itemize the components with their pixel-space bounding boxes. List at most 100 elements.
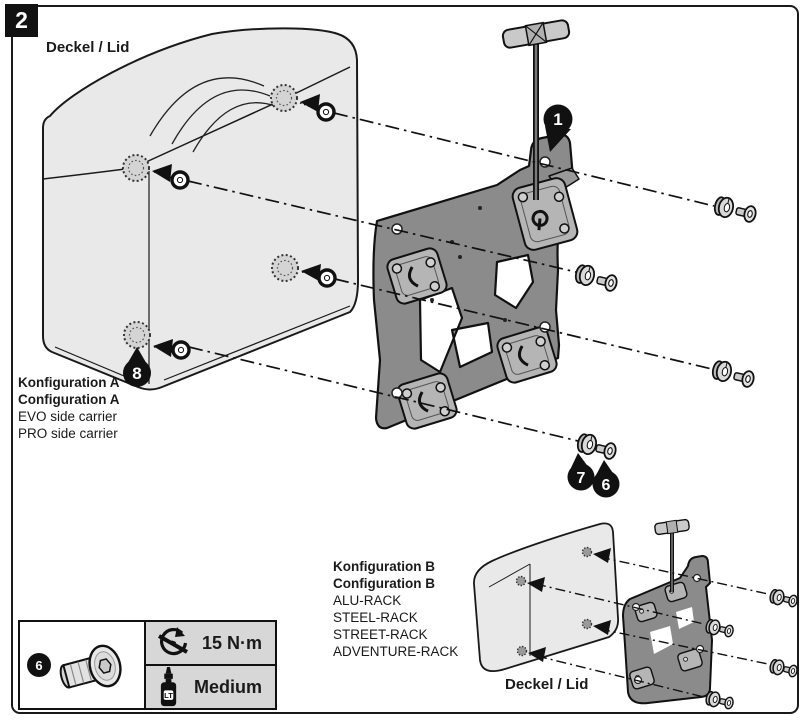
washer-ring [317,268,337,288]
grommet [705,618,721,636]
direction-arrow-icon [152,164,172,182]
grommet [576,433,598,456]
plate-holes [391,156,551,399]
page-frame-border [11,5,799,714]
step-number: 2 [15,7,28,33]
grommet [711,360,733,383]
callout-pin-8: 8 [123,347,151,387]
direction-arrow-icon [527,577,545,592]
fastener-hardware [574,196,757,460]
carry-handle-lines [149,77,276,153]
mount-disc [122,154,150,182]
countersunk-screw-illustration [59,644,122,689]
washer-ring [170,170,190,190]
mini-direction-arrows [527,548,611,662]
countersunk-screw [733,370,755,388]
legend-adhesive-row: LT Medium [146,666,275,708]
key-handle [501,19,571,49]
countersunk-screw [782,664,798,678]
countersunk-screw [595,442,617,460]
mini-mounts [515,546,611,662]
latch-bracket [386,247,448,305]
grommet [769,588,785,606]
legend-box: 6 [18,620,277,710]
grommet [574,264,596,287]
case-rim-line [54,305,351,382]
center-line [333,112,715,207]
washer-ring [316,102,336,122]
mini-center-lines [535,556,769,698]
mount-disc [270,84,298,112]
callout-pin-6: 6 [592,460,620,498]
config-b-row: STEEL-RACK [333,610,418,625]
config-b-row: STREET-RACK [333,627,428,642]
config-b-row: ALU-RACK [333,593,402,608]
direction-arrows [152,94,321,357]
direction-arrow-icon [153,339,173,357]
mini-adapter-plate [621,554,714,705]
grommet [705,690,721,708]
legend-item-badge: 6 [27,653,51,677]
mount-disc [271,254,299,282]
callout-1-number: 1 [553,110,562,129]
adapter-plate [372,133,580,430]
case-mount-discs [122,84,299,349]
config-a-title-de: Konfiguration A [18,375,120,390]
mount-disc [123,321,151,349]
legend-torque-row: 15 N·m [146,622,275,666]
callout-8-number: 8 [132,364,141,383]
config-b-row: ADVENTURE-RACK [333,644,459,659]
latch-bracket [396,372,458,430]
center-line [188,346,579,442]
legend-spec-cells: 15 N·m LT Medium [146,622,275,708]
direction-arrow-icon [593,620,611,635]
torque-value: 15 N·m [202,632,263,653]
step-badge: 2 [5,4,38,37]
lid-label-top: Deckel / Lid [46,39,130,56]
configuration-b-block: Konfiguration B Configuration B ALU-RACK… [333,558,458,660]
config-a-row: EVO side carrier [18,409,118,424]
mini-case-seams [488,563,531,656]
bottle-label: LT [164,691,173,700]
grommet [713,196,735,219]
callout-6-number: 6 [602,477,611,494]
center-line [187,180,577,273]
config-b-diagram [473,518,798,710]
callout-7-number: 7 [577,470,586,487]
mini-fastener-hardware [705,588,798,710]
configuration-a-block: Konfiguration A Configuration A EVO side… [18,374,119,442]
mini-locking-key [654,518,690,592]
direction-arrow-icon [528,647,546,662]
callout-pin-7: 7 [567,453,595,491]
legend-item-cell: 6 [20,622,146,708]
config-a-title-en: Configuration A [18,392,120,407]
direction-arrow-icon [593,548,611,563]
countersunk-screw [718,624,734,638]
torque-limit-icon [158,627,188,656]
locking-key [501,19,571,200]
direction-arrow-icon [301,264,321,281]
plate-rivet-dots [430,206,507,322]
washer-rings [170,102,337,360]
lock-bracket [511,177,579,251]
mini-side-case [473,522,619,672]
lid-label-bottom: Deckel / Lid [505,676,589,693]
countersunk-screw [718,696,734,710]
direction-arrow-icon [300,94,320,112]
countersunk-screw [782,594,798,608]
grommet [769,658,785,676]
latch-bracket [496,326,558,384]
config-a-row: PRO side carrier [18,426,118,441]
adhesive-value: Medium [194,676,263,697]
callout-pin-1: 1 [543,104,573,152]
threadlocker-icon: LT [160,666,177,707]
washer-ring [171,340,191,360]
center-line [334,278,713,370]
config-b-title-en: Configuration B [333,576,435,591]
config-b-title-de: Konfiguration B [333,559,435,574]
countersunk-screw [735,205,757,223]
assembly-center-lines [187,112,715,442]
side-case [42,27,359,391]
